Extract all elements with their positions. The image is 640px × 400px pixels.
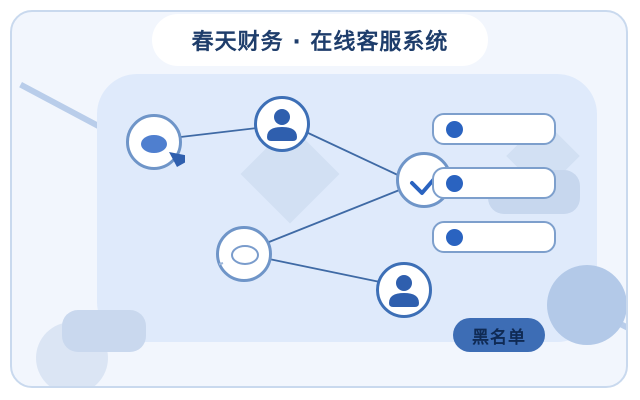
bullet-dot-icon <box>446 121 463 138</box>
connector-line <box>305 131 403 178</box>
connector-line <box>268 258 381 283</box>
blacklist-button[interactable]: 黑名单 <box>453 318 545 352</box>
connector-line <box>171 127 258 139</box>
network-connectors <box>171 127 403 283</box>
bullet-dot-icon <box>446 175 463 192</box>
bullet-dot-icon <box>446 229 463 246</box>
illustration-frame: 春天财务 · 在线客服系统 黑名单 <box>10 10 628 388</box>
background-circle-right <box>547 265 626 345</box>
page-title: 春天财务 · 在线客服系统 <box>152 14 488 66</box>
list-item[interactable] <box>432 221 556 253</box>
list-item[interactable] <box>432 113 556 145</box>
page-title-text: 春天财务 · 在线客服系统 <box>191 30 449 55</box>
blacklist-button-label: 黑名单 <box>472 327 526 348</box>
list-item[interactable] <box>432 167 556 199</box>
chat-node-bottom[interactable] <box>216 226 272 282</box>
agent-avatar-node-top[interactable] <box>254 96 310 152</box>
background-pill-left <box>62 310 146 352</box>
chat-node-top[interactable] <box>126 114 185 170</box>
connector-line <box>268 188 403 243</box>
agent-avatar-node-bottom[interactable] <box>376 262 432 318</box>
